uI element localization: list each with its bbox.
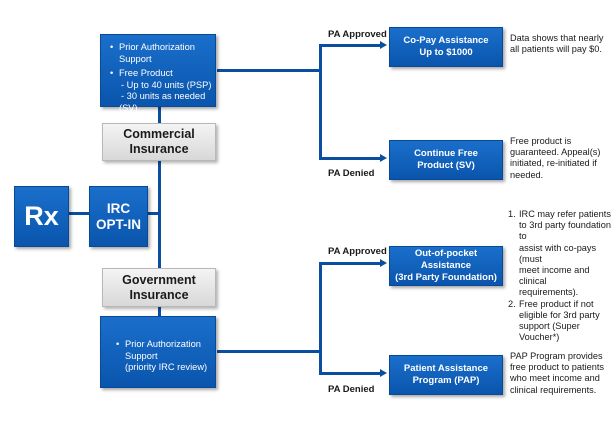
connector-oop — [319, 262, 381, 265]
oop-note-item-2: 2. Free product if not eligible for 3rd … — [508, 298, 600, 343]
commercial-bullet-pa: Prior Authorization Support — [110, 42, 215, 65]
connector-copay — [319, 44, 381, 47]
label-commercial-pa-approved: PA Approved — [328, 29, 387, 40]
branch-commercial-vertical — [319, 44, 322, 158]
out-of-pocket-assistance-box: Out-of-pocket Assistance (3rd Party Foun… — [389, 246, 503, 286]
government-details-box: Prior Authorization Support (priority IR… — [100, 316, 216, 388]
commercial-line1: Commercial — [123, 127, 195, 141]
rx-label: Rx — [24, 201, 59, 231]
label-commercial-pa-denied: PA Denied — [328, 168, 375, 179]
connector-government-branch — [217, 350, 320, 353]
connector-continue — [319, 157, 381, 160]
connector-pap — [319, 372, 381, 375]
label-government-pa-approved: PA Approved — [328, 246, 387, 257]
commercial-bullets: Prior Authorization Support Free Product… — [105, 42, 215, 114]
arrow-oop — [380, 259, 387, 267]
trunk-vertical — [158, 106, 161, 318]
arrow-continue — [380, 154, 387, 162]
government-line1: Government — [122, 272, 196, 287]
connector-irc-trunk — [147, 212, 161, 215]
arrow-copay — [380, 41, 387, 49]
pap-note: PAP Program provides free product to pat… — [510, 351, 604, 395]
connector-rx-irc — [68, 212, 89, 215]
commercial-sub-sv: - 30 units as needed (SV) — [119, 91, 206, 113]
arrow-pap — [380, 369, 387, 377]
copay-assistance-box: Co-Pay Assistance Up to $1000 — [389, 27, 503, 67]
oop-note: 1. IRC may refer patients to 3rd party f… — [508, 209, 616, 343]
commercial-details-box: Prior Authorization Support Free Product… — [100, 34, 216, 113]
connector-commercial-branch — [217, 69, 320, 72]
government-insurance-label: Government Insurance — [102, 268, 216, 307]
government-bullets: Prior Authorization Support (priority IR… — [111, 339, 215, 374]
rx-box: Rx — [14, 186, 69, 247]
branch-government-vertical — [319, 262, 322, 373]
irc-line2: OPT-IN — [95, 216, 141, 232]
government-line2: Insurance — [129, 287, 189, 302]
copay-note: Data shows that nearly all patients will… — [510, 33, 604, 55]
commercial-insurance-label: Commercial Insurance — [102, 123, 216, 161]
continue-note: Free product is guaranteed. Appeal(s) in… — [510, 136, 601, 180]
commercial-sub-psp: - Up to 40 units (PSP) — [121, 79, 212, 90]
label-government-pa-denied: PA Denied — [328, 384, 375, 395]
commercial-bullet-free-product: Free Product - Up to 40 units (PSP) - 30… — [110, 68, 215, 114]
irc-opt-in-box: IRC OPT-IN — [89, 186, 148, 247]
commercial-line2: Insurance — [129, 142, 189, 156]
continue-free-product-box: Continue Free Product (SV) — [389, 140, 503, 180]
government-bullet-pa: Prior Authorization Support (priority IR… — [116, 339, 215, 374]
oop-note-item-1: 1. IRC may refer patients to 3rd party f… — [508, 209, 611, 298]
patient-assistance-program-box: Patient Assistance Program (PAP) — [389, 355, 503, 395]
irc-line1: IRC — [106, 200, 131, 216]
